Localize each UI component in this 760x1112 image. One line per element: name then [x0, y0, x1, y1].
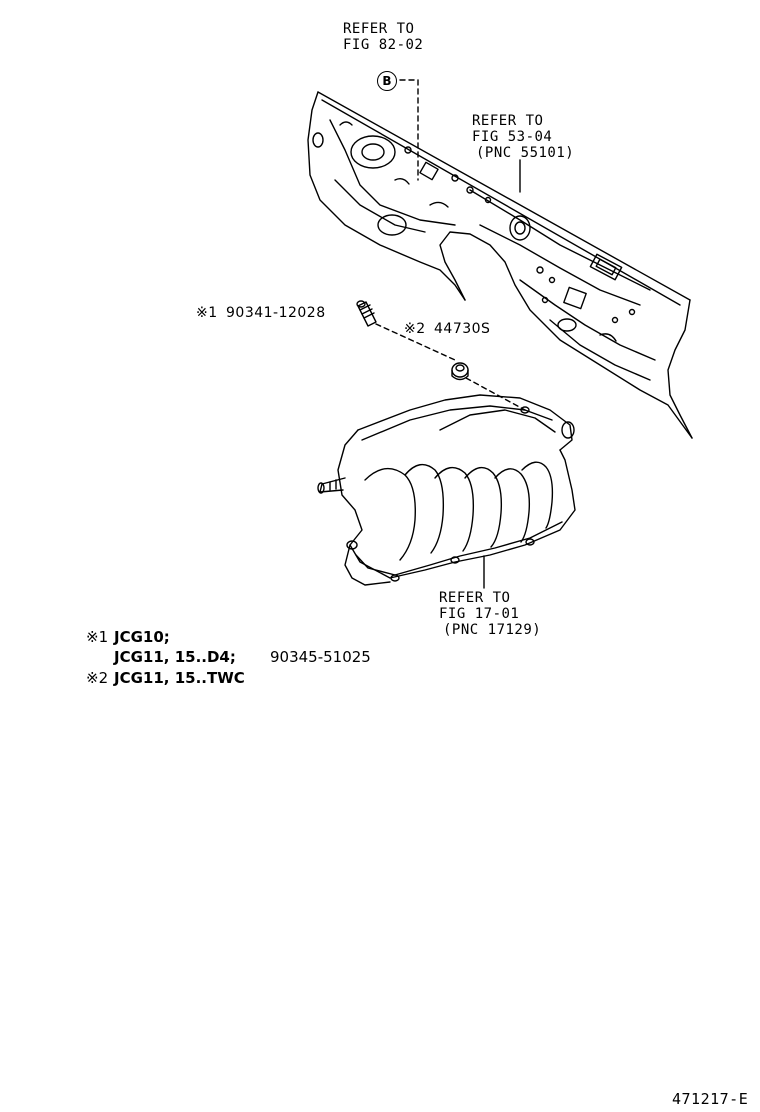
note-2-mark: ※2	[86, 669, 109, 687]
stud-bolt-drawing	[356, 300, 377, 327]
ref-fig82-line1: REFER TO	[343, 21, 415, 37]
nut-drawing	[451, 362, 469, 381]
leader-b-callout	[399, 79, 419, 181]
note-1-line1: JCG10;	[114, 628, 170, 646]
ref-fig17-line1: REFER TO	[439, 590, 511, 606]
ref-fig53-line1: REFER TO	[472, 113, 544, 129]
note-1-line2: JCG11, 15..D4;	[114, 648, 236, 666]
illustration-id: 471217-E	[672, 1090, 749, 1108]
stud-part-number[interactable]: 90341-12028	[226, 305, 326, 321]
note-1-mark: ※1	[86, 628, 109, 646]
ref-fig17-line3: (PNC 17129)	[443, 622, 542, 638]
stud-mark: ※1	[196, 305, 218, 321]
ref-fig53-line3: (PNC 55101)	[476, 145, 575, 161]
ref-fig82-line2: FIG 82-02	[343, 37, 424, 53]
callout-b-circle: B	[377, 71, 397, 91]
ref-fig17-line2: FIG 17-01	[439, 606, 520, 622]
note-1-part-number[interactable]: 90345-51025	[270, 648, 371, 666]
ref-fig53-line2: FIG 53-04	[472, 129, 553, 145]
nut-part-number[interactable]: 44730S	[434, 321, 491, 337]
dash-panel-drawing	[307, 91, 693, 439]
note-2-line: JCG11, 15..TWC	[114, 669, 245, 687]
intake-manifold-drawing	[317, 394, 576, 586]
nut-mark: ※2	[404, 321, 426, 337]
